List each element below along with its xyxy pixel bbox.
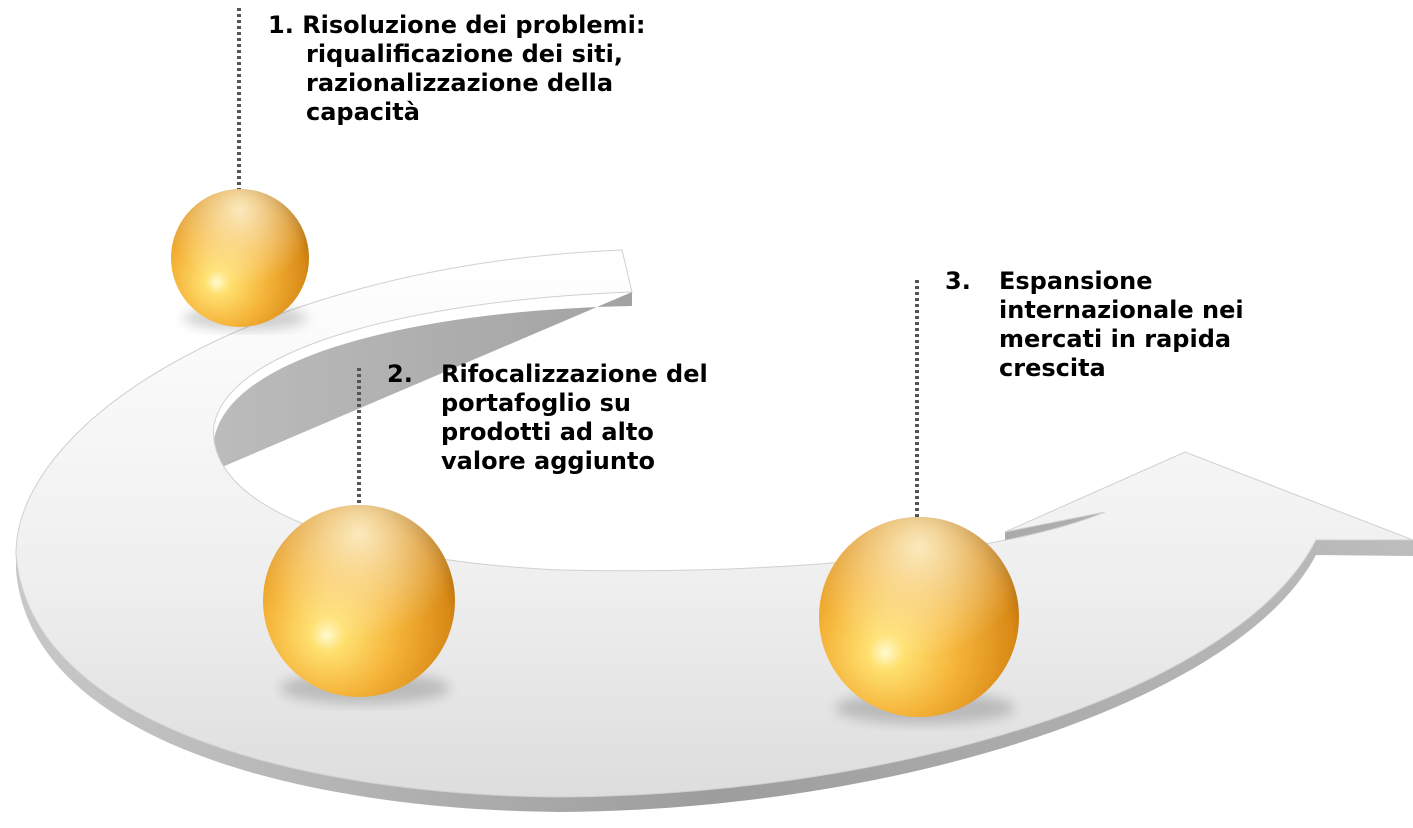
- step-2-label: 2. Rifocalizzazione del portafoglio su p…: [387, 360, 708, 476]
- step-1-number: 1.: [268, 11, 294, 39]
- step-2-line-1: Rifocalizzazione del: [441, 360, 708, 388]
- step-1-line-3: razionalizzazione della: [306, 69, 614, 97]
- step-1-line-4: capacità: [306, 98, 420, 126]
- step-2-number: 2.: [387, 360, 413, 388]
- step-3-line-1: Espansione: [999, 267, 1153, 295]
- step-2-line-2: portafoglio su: [441, 389, 631, 417]
- step-3-line-3: mercati in rapida: [999, 325, 1232, 353]
- step-3-label: 3. Espansione internazionale nei mercati…: [945, 267, 1244, 383]
- step-2-line-3: prodotti ad alto: [441, 418, 654, 446]
- step-2-line-4: valore aggiunto: [441, 447, 655, 475]
- step-1-line-1: Risoluzione dei problemi:: [302, 11, 646, 39]
- step-1-label: 1. Risoluzione dei problemi: riqualifica…: [268, 11, 645, 127]
- step-3-line-4: crescita: [999, 354, 1106, 382]
- gold-sphere-icon: [171, 189, 309, 327]
- step-1-line-2: riqualificazione dei siti,: [306, 40, 623, 68]
- step-3-number: 3.: [945, 267, 971, 295]
- gold-sphere-icon: [263, 505, 455, 697]
- gold-sphere-icon: [819, 517, 1019, 717]
- step-3-line-2: internazionale nei: [999, 296, 1244, 324]
